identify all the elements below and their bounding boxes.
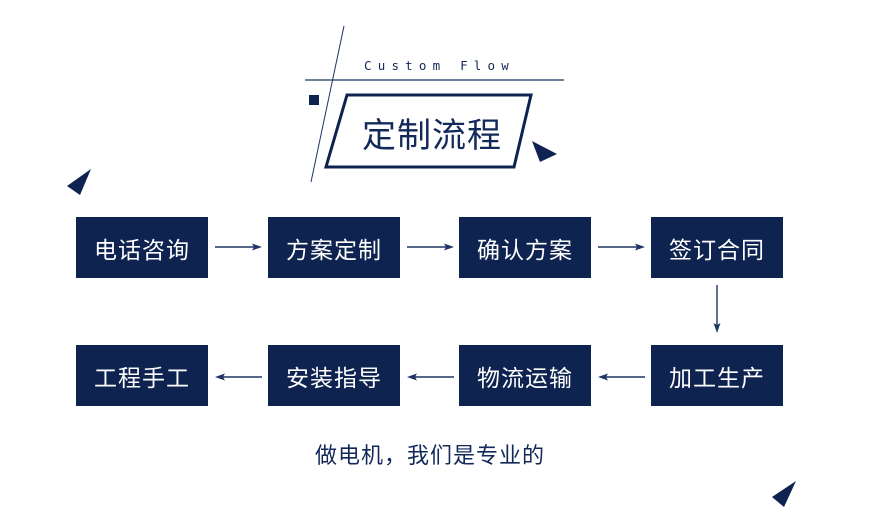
- section-subtitle: Custom Flow: [364, 58, 515, 73]
- arrow-head-left-icon: [215, 373, 225, 381]
- flow-step-confirm-plan: 确认方案: [459, 217, 591, 278]
- arrow-head-left-icon: [407, 373, 417, 381]
- triangle-pointer-icon: [532, 141, 557, 162]
- triangle-decoration-icon: [67, 169, 91, 195]
- flow-step-plan-custom: 方案定制: [268, 217, 400, 278]
- arrow-head-right-icon: [252, 243, 262, 251]
- flow-step-logistics: 物流运输: [459, 345, 591, 406]
- slogan: 做电机，我们是专业的: [314, 444, 545, 469]
- triangle-decoration-icon: [772, 481, 796, 507]
- flow-step-production: 加工生产: [651, 345, 783, 406]
- flow-step-phone-consult: 电话咨询: [76, 217, 208, 278]
- arrow-head-right-icon: [635, 243, 645, 251]
- flow-step-sign-contract: 签订合同: [651, 217, 783, 278]
- flow-step-project-complete: 工程手工: [76, 345, 208, 406]
- square-bullet-icon: [309, 95, 319, 105]
- arrow-head-right-icon: [444, 243, 454, 251]
- arrow-head-down-icon: [713, 323, 721, 333]
- section-title: 定制流程: [362, 116, 502, 156]
- diagonal-line: [310, 25, 345, 183]
- flow-step-install-guide: 安装指导: [268, 345, 400, 406]
- title-frame: [324, 93, 533, 169]
- arrow-head-left-icon: [598, 373, 608, 381]
